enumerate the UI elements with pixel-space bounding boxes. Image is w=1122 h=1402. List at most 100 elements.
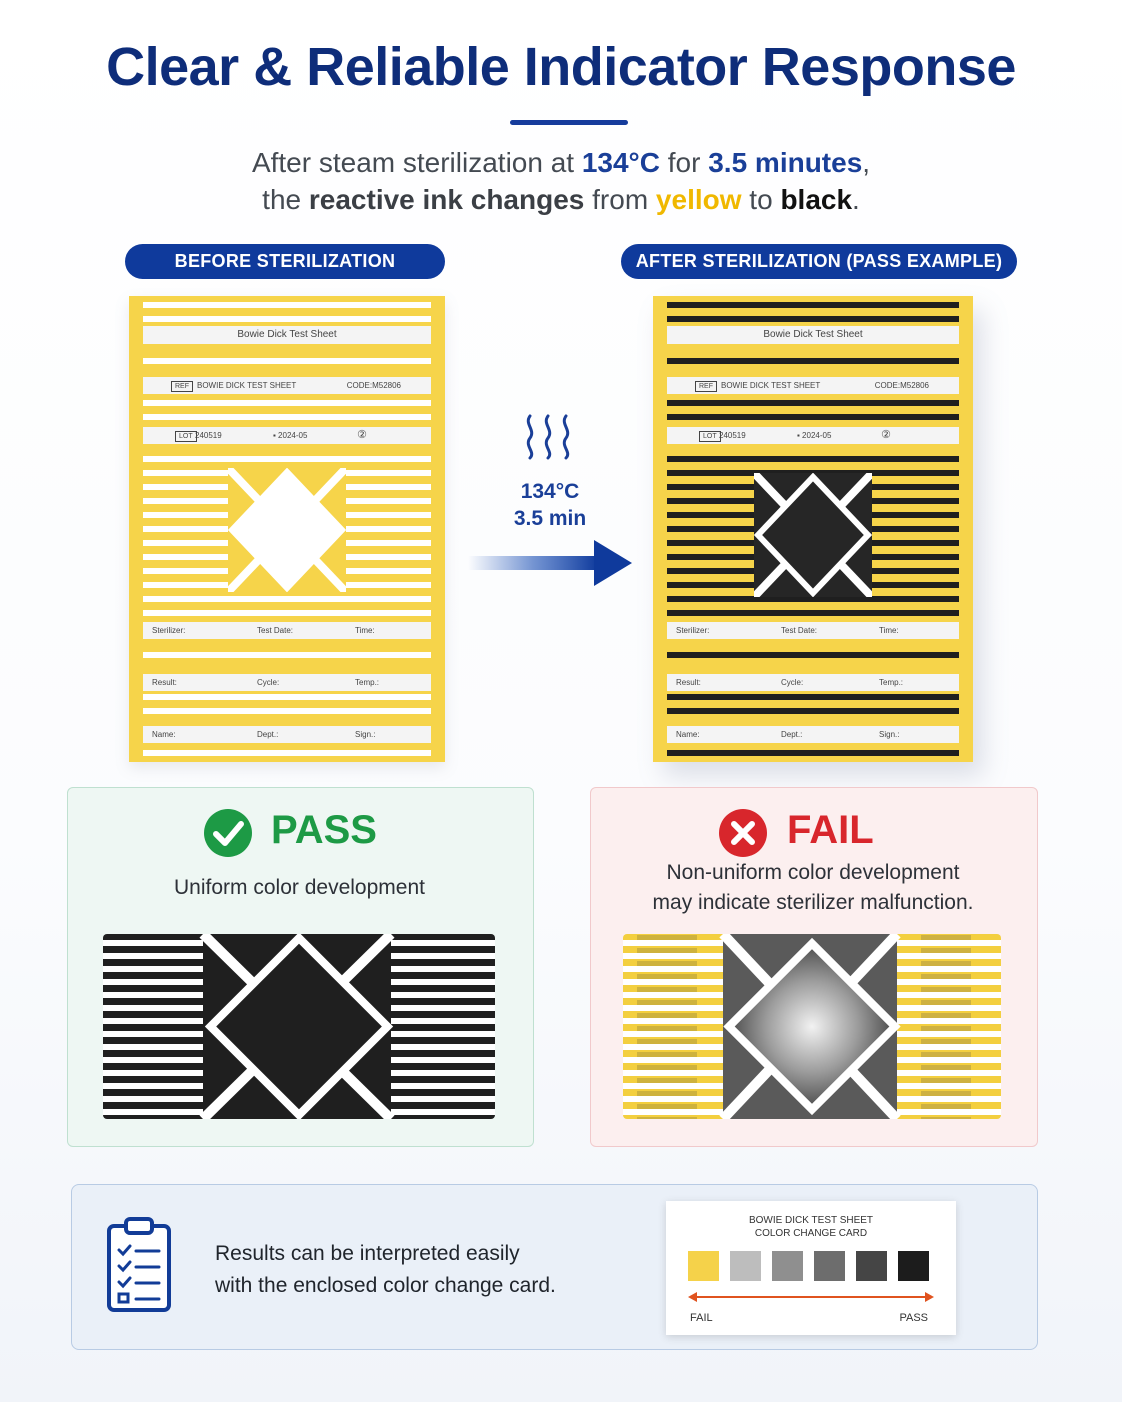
process-time: 3.5 min bbox=[513, 507, 587, 530]
indicator-stripe bbox=[143, 302, 431, 308]
strip-stripe bbox=[391, 953, 495, 959]
indicator-stripe bbox=[143, 596, 431, 602]
color-swatch bbox=[772, 1251, 803, 1281]
indicator-stripe bbox=[143, 456, 431, 462]
strip-uneven-ink bbox=[921, 1117, 971, 1119]
indicator-stripe bbox=[143, 652, 431, 658]
indicator-center-pattern bbox=[754, 473, 872, 597]
title-divider bbox=[510, 120, 628, 125]
sheet-field-label: Time: bbox=[355, 626, 375, 635]
strip-uneven-ink bbox=[921, 1052, 971, 1057]
strip-stripe bbox=[391, 1096, 495, 1102]
strip-stripe bbox=[103, 966, 203, 972]
sheet-field-row: Name:Dept.:Sign.: bbox=[667, 726, 959, 743]
strip-stripe bbox=[897, 1109, 1001, 1115]
strip-uneven-ink bbox=[921, 1065, 971, 1070]
strip-stripe bbox=[623, 1109, 723, 1115]
sheet-title: Bowie Dick Test Sheet bbox=[667, 326, 959, 344]
strip-stripe bbox=[897, 966, 1001, 972]
indicator-stripe bbox=[143, 316, 431, 322]
strip-stripe bbox=[623, 1005, 723, 1011]
strip-stripe bbox=[623, 1070, 723, 1076]
sheet-field-label: Cycle: bbox=[781, 678, 804, 687]
sheet-field-label: Sterilizer: bbox=[152, 626, 186, 635]
color-swatch bbox=[856, 1251, 887, 1281]
strip-uneven-ink bbox=[637, 1026, 697, 1031]
strip-uneven-ink bbox=[637, 1065, 697, 1070]
strip-uneven-ink bbox=[921, 974, 971, 979]
sheet-field-label: Sign.: bbox=[355, 730, 376, 739]
strip-stripe bbox=[103, 940, 203, 946]
process-temperature: 134°C bbox=[520, 480, 580, 503]
indicator-stripe bbox=[143, 414, 431, 420]
color-change-card: BOWIE DICK TEST SHEET COLOR CHANGE CARD … bbox=[666, 1201, 956, 1335]
indicator-stripe bbox=[143, 750, 431, 756]
color-swatch bbox=[898, 1251, 929, 1281]
pattern-diamond bbox=[228, 468, 346, 592]
pass-label: PASS bbox=[271, 808, 377, 852]
strip-stripe bbox=[103, 953, 203, 959]
pattern-diamond bbox=[754, 473, 872, 597]
sheet-field-label: Temp.: bbox=[355, 678, 380, 687]
indicator-stripe bbox=[143, 610, 431, 616]
sheet-field-label: Temp.: bbox=[879, 678, 904, 687]
strip-stripe bbox=[897, 979, 1001, 985]
lot-box: LOT bbox=[699, 431, 721, 442]
color-swatch bbox=[730, 1251, 761, 1281]
strip-uneven-ink bbox=[921, 935, 971, 940]
fail-to-pass-arrow-icon bbox=[688, 1292, 934, 1302]
strip-stripe bbox=[897, 1044, 1001, 1050]
strip-stripe bbox=[897, 1005, 1001, 1011]
sheet-field-row: Result:Cycle:Temp.: bbox=[143, 674, 431, 691]
strip-uneven-ink bbox=[637, 987, 697, 992]
indicator-stripe bbox=[667, 750, 959, 756]
strip-stripe bbox=[103, 992, 203, 998]
strip-stripe bbox=[103, 1096, 203, 1102]
sheet-field-row: Name:Dept.:Sign.: bbox=[143, 726, 431, 743]
color-swatch bbox=[688, 1251, 719, 1281]
fail-description-line-1: Non-uniform color development bbox=[666, 861, 960, 884]
strip-center-pattern bbox=[719, 934, 901, 1119]
sheet-field-label: Sterilizer: bbox=[676, 626, 710, 635]
info-text: Results can be interpreted easily with t… bbox=[215, 1238, 556, 1302]
sheet-field-label: Dept.: bbox=[257, 730, 279, 739]
strip-stripe bbox=[391, 1109, 495, 1115]
sheet-title: Bowie Dick Test Sheet bbox=[143, 326, 431, 344]
strip-uneven-ink bbox=[637, 1078, 697, 1083]
strip-stripe bbox=[103, 1044, 203, 1050]
indicator-stripe bbox=[667, 400, 959, 406]
strip-uneven-ink bbox=[637, 1000, 697, 1005]
fail-example-strip bbox=[623, 934, 1001, 1119]
indicator-stripe bbox=[667, 610, 959, 616]
sheet-field-row: Sterilizer:Test Date:Time: bbox=[143, 622, 431, 639]
strip-stripe bbox=[623, 992, 723, 998]
strip-stripe bbox=[897, 992, 1001, 998]
indicator-stripe bbox=[667, 708, 959, 714]
sheet-field-label: Test Date: bbox=[781, 626, 818, 635]
info-text-line-2: with the enclosed color change card. bbox=[215, 1274, 556, 1297]
strip-uneven-ink bbox=[637, 961, 697, 966]
lot-box: LOT bbox=[175, 431, 197, 442]
strip-uneven-ink bbox=[921, 1013, 971, 1018]
indicator-stripe bbox=[143, 358, 431, 364]
strip-stripe bbox=[623, 1057, 723, 1063]
lot-number: 240519 bbox=[719, 431, 746, 440]
product-code: CODE:M52806 bbox=[874, 381, 929, 390]
strip-uneven-ink bbox=[637, 974, 697, 979]
indicator-stripe bbox=[667, 694, 959, 700]
sheet-field-row: Result:Cycle:Temp.: bbox=[667, 674, 959, 691]
clipboard-checklist-icon bbox=[107, 1217, 171, 1312]
info-text-line-1: Results can be interpreted easily bbox=[215, 1242, 520, 1265]
strip-uneven-ink bbox=[921, 1091, 971, 1096]
card-fail-label: FAIL bbox=[690, 1312, 713, 1324]
strip-uneven-ink bbox=[921, 1039, 971, 1044]
strip-stripe bbox=[103, 1083, 203, 1089]
steam-icon bbox=[526, 414, 570, 460]
pass-description: Uniform color development bbox=[174, 876, 425, 899]
strip-uneven-ink bbox=[921, 1000, 971, 1005]
strip-uneven-ink bbox=[637, 1013, 697, 1018]
color-swatch bbox=[814, 1251, 845, 1281]
